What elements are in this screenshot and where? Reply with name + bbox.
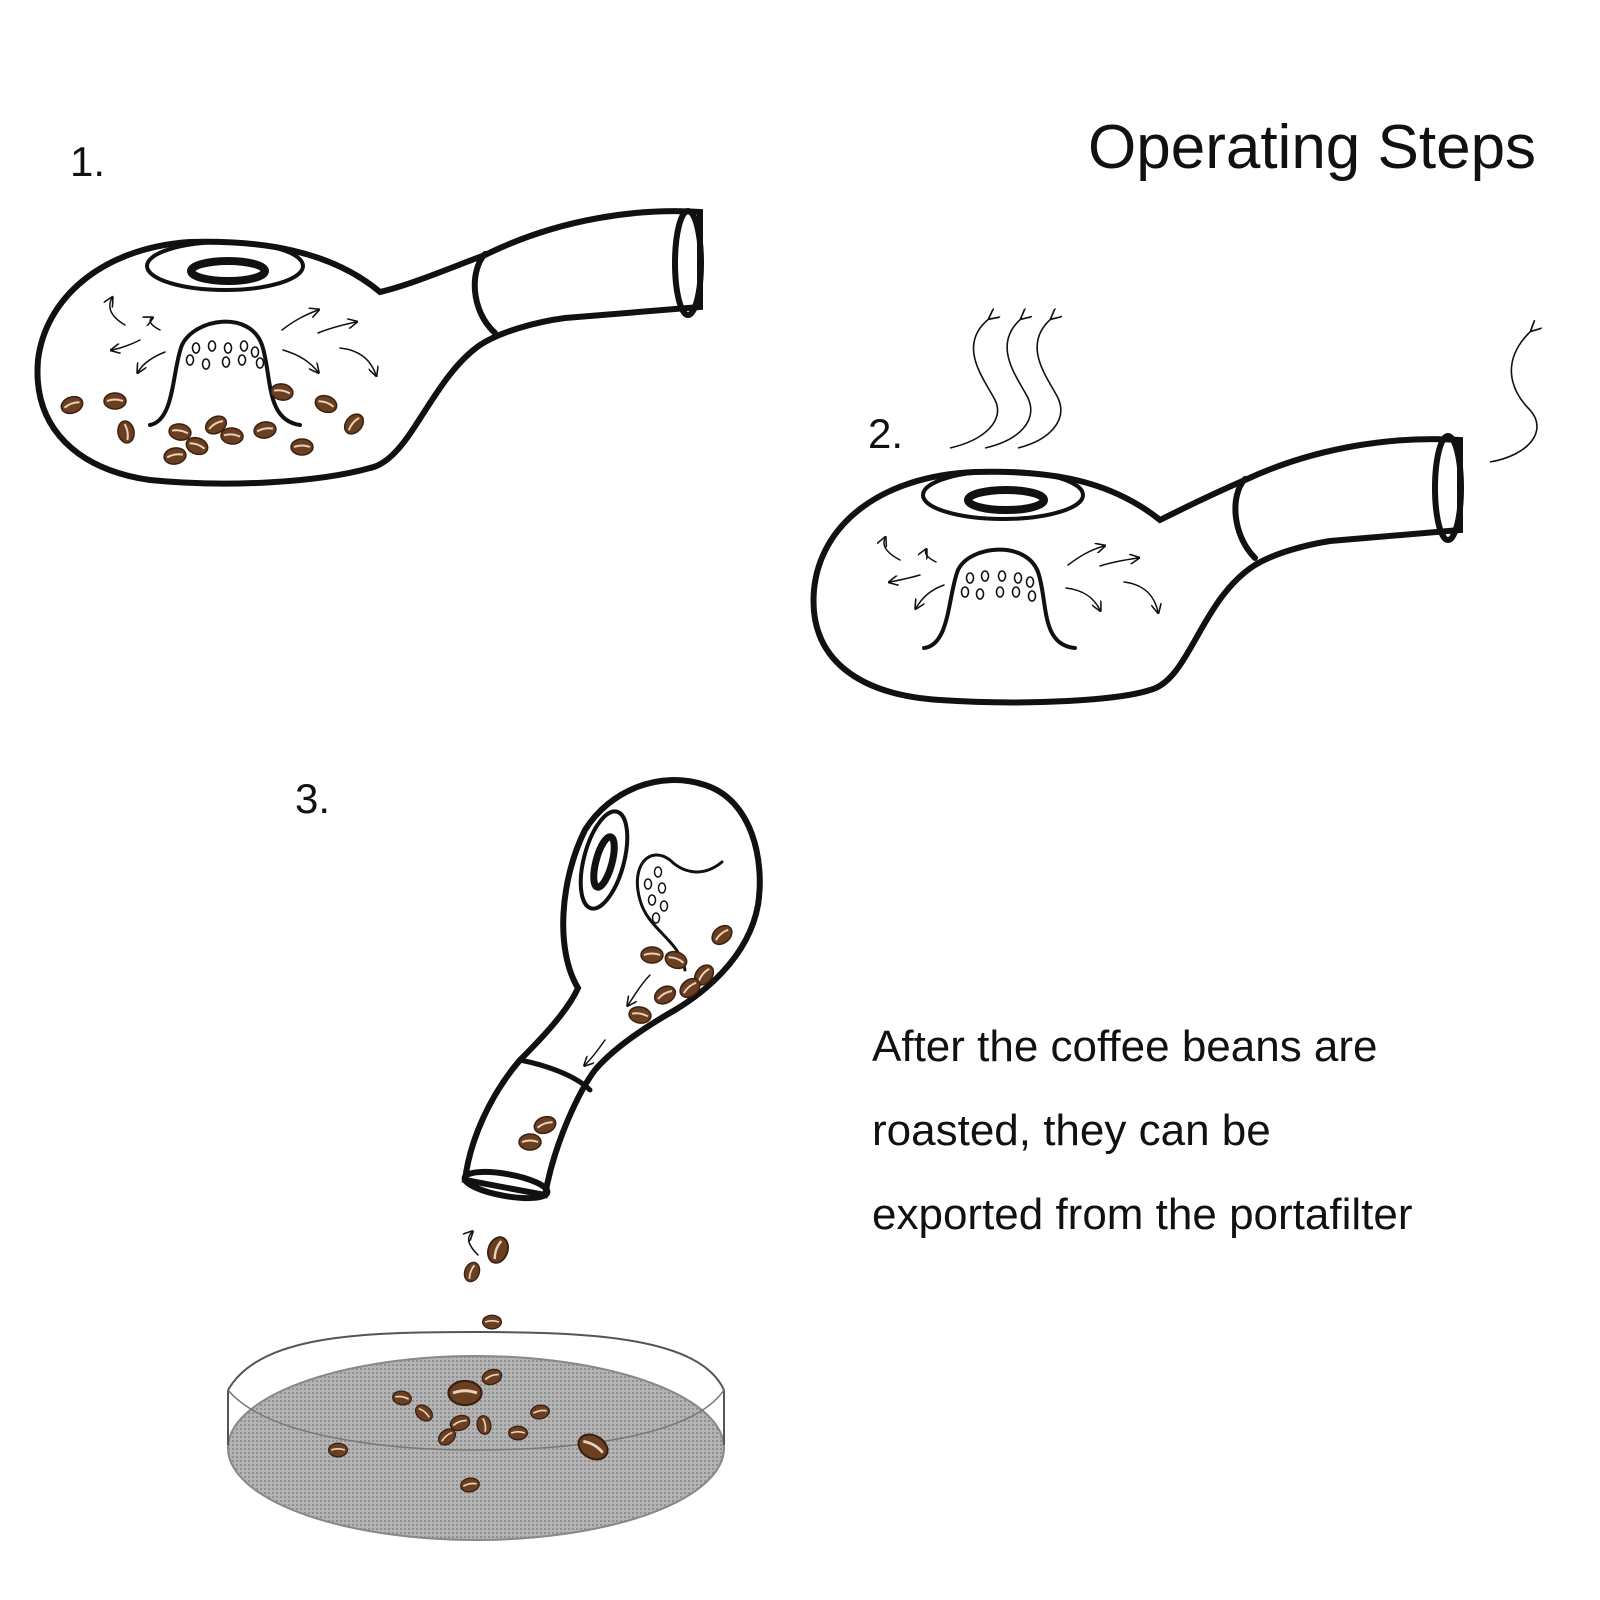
step-3-number: 3. <box>295 775 331 822</box>
step-3-airflow-arrow-icon <box>469 974 651 1256</box>
step-2-roaster-icon <box>810 433 1464 706</box>
step-1-coffee-bean-icon <box>57 381 369 467</box>
description-line-3: exported from the portafilter <box>872 1190 1413 1239</box>
step-3-coffee-bean-icon <box>460 920 737 1330</box>
step-1-number: 1. <box>70 138 106 185</box>
step-3-roaster-icon <box>461 777 763 1256</box>
description-line-1: After the coffee beans are <box>872 1022 1378 1071</box>
step-2-airflow-arrow-icon <box>884 538 1158 612</box>
step-2-number: 2. <box>868 410 904 457</box>
step-1-roaster-icon <box>34 208 704 487</box>
bowl-icon <box>227 1330 725 1541</box>
step-2-steam-icon <box>949 318 1537 463</box>
page-title: Operating Steps <box>1088 113 1537 182</box>
step-1-airflow-arrow-icon <box>110 298 376 375</box>
description-line-2: roasted, they can be <box>872 1106 1271 1155</box>
step-3-description: After the coffee beans are roasted, they… <box>872 1005 1412 1257</box>
